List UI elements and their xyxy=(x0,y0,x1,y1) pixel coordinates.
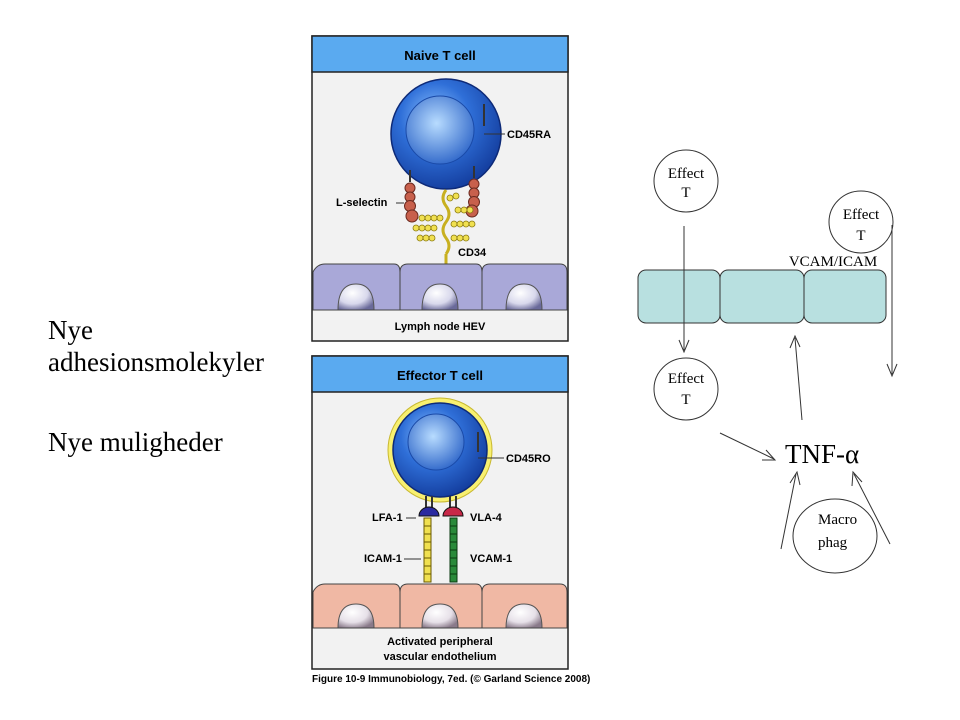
arrow-macrophage-to-tnf-right xyxy=(853,473,891,545)
effector-panel: Effector T cell CD45RO LFA-1 VLA-4 xyxy=(311,355,569,670)
icam-1-label: ICAM-1 xyxy=(364,553,402,565)
naive-title-bar xyxy=(311,35,569,73)
effector-t-bottom xyxy=(653,357,719,421)
cd45ro-label: CD45RO xyxy=(506,453,551,465)
endothelial-cell-3 xyxy=(803,269,887,324)
figure-caption: Figure 10-9 Immunobiology, 7ed. (© Garla… xyxy=(312,674,590,685)
label-adhesionsmolekyler: adhesionsmolekyler xyxy=(48,347,264,377)
vla-4-molecule xyxy=(442,506,464,517)
cd34-molecule xyxy=(412,189,476,276)
lfa-1-molecule xyxy=(418,506,440,517)
effector-t-right-line1: Effect xyxy=(843,207,880,223)
vcam-1-label: VCAM-1 xyxy=(470,553,512,565)
icam-1-molecule xyxy=(423,517,432,583)
label-nye-muligheder: Nye muligheder xyxy=(48,427,223,457)
arrow-effector-to-tnf xyxy=(719,432,775,460)
endothelium-label-line1: Activated peripheral xyxy=(387,636,493,648)
tnf-alpha-label: TNF-α xyxy=(785,439,859,469)
effector-t-right xyxy=(828,190,894,254)
macrophage-line1: Macro xyxy=(818,512,857,528)
effector-panel-title: Effector T cell xyxy=(397,368,483,383)
lymph-node-hev-label: Lymph node HEV xyxy=(395,321,486,333)
naive-nucleus xyxy=(405,95,475,165)
vcam-1-molecule xyxy=(449,517,458,583)
activated-peripheral-endothelium xyxy=(312,583,568,629)
naive-panel-title: Naive T cell xyxy=(404,48,476,63)
effector-t-top-line1: Effect xyxy=(668,166,705,182)
lymph-node-hev xyxy=(312,263,568,311)
effector-t-right-line2: T xyxy=(856,228,865,244)
endothelial-cell-1 xyxy=(637,269,721,324)
effector-nucleus xyxy=(407,413,465,471)
arrow-tnf-to-endothelium xyxy=(794,337,803,421)
effector-t-top xyxy=(653,149,719,213)
effector-t-bottom-line2: T xyxy=(681,392,690,408)
lfa-1-label: LFA-1 xyxy=(372,512,403,524)
naive-panel: Naive T cell CD45RA L-selectin xyxy=(311,35,569,342)
schematic: Effect T Effect T VCAM/ICAM Effect T TNF… xyxy=(637,149,898,574)
l-selectin-left xyxy=(404,170,419,223)
vcam-icam-label: VCAM/ICAM xyxy=(789,254,877,270)
cd34-label: CD34 xyxy=(458,247,487,259)
macrophage-line2: phag xyxy=(818,535,848,551)
effector-t-top-line2: T xyxy=(681,185,690,201)
effector-title-bar xyxy=(311,355,569,393)
vla-4-label: VLA-4 xyxy=(470,512,503,524)
endothelium-label-line2: vascular endothelium xyxy=(383,651,496,663)
label-nye: Nye xyxy=(48,315,93,345)
effector-t-bottom-line1: Effect xyxy=(668,371,705,387)
l-selectin-label: L-selectin xyxy=(336,197,388,209)
macrophage xyxy=(792,498,878,574)
cd45ra-label: CD45RA xyxy=(507,129,551,141)
arrow-macrophage-to-tnf-left xyxy=(780,473,797,550)
endothelial-cell-2 xyxy=(719,269,805,324)
